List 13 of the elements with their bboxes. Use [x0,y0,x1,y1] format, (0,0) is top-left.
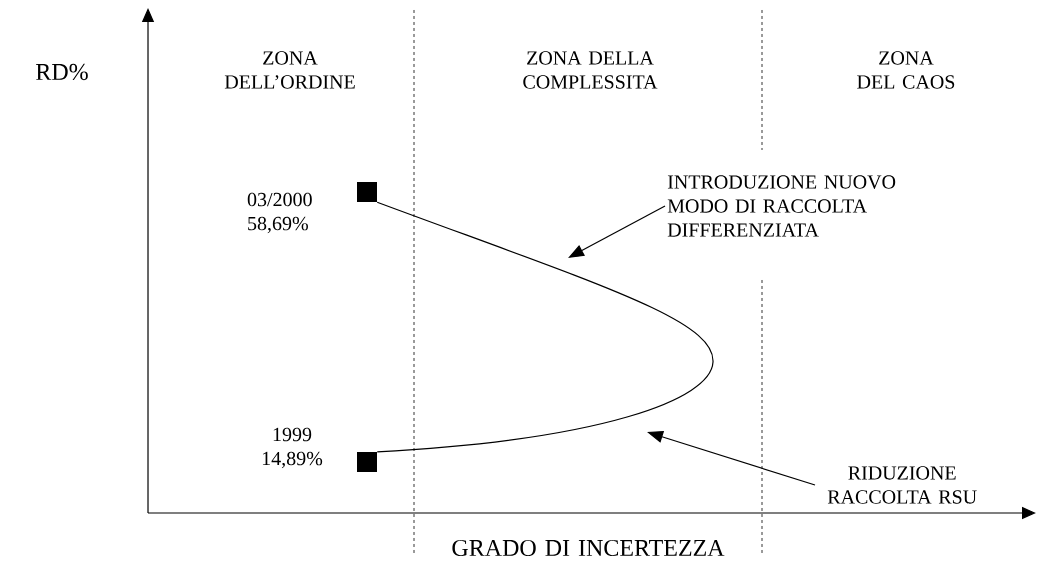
curve [376,201,714,453]
annotation-text: RIDUZIONE RACCOLTA RSU [827,466,977,504]
zone-label: ZONA DELL’ORDINE [224,51,355,89]
axis-label: GRADO DI INCERTEZZA [452,539,725,557]
axis-label: RD% [36,63,88,81]
leader-arrow [568,205,666,258]
data-label: 1999 14,89% [262,427,323,469]
data-label: 03/2000 58,69% [247,192,312,234]
square-marker [357,182,377,202]
annotation-text: INTRODUZIONE NUOVO MODO DI RACCOLTA DIFFERENZIATA [667,175,896,237]
zone-label: ZONA DELLA COMPLESSITA [523,51,658,89]
square-marker [357,452,377,472]
zone-label: ZONA DEL CAOS [857,51,955,89]
